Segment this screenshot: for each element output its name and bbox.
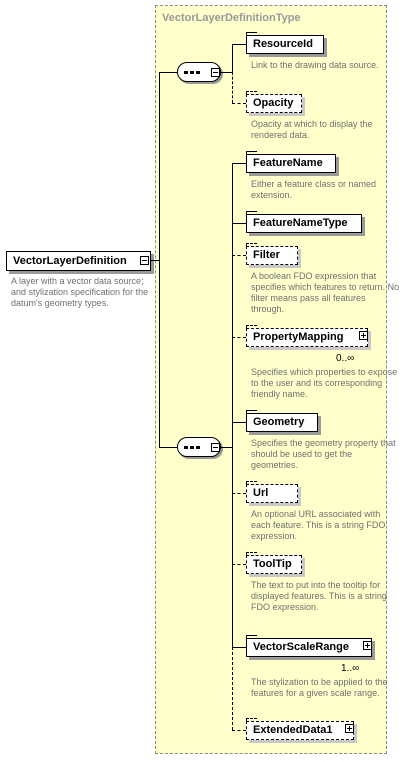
element-label: Filter bbox=[253, 249, 280, 261]
element-opacity[interactable]: Opacity bbox=[246, 91, 302, 113]
element-featurename[interactable]: FeatureName bbox=[246, 151, 336, 173]
collapse-icon[interactable] bbox=[140, 256, 149, 265]
element-label: Url bbox=[253, 487, 269, 499]
expand-icon[interactable] bbox=[363, 641, 372, 650]
multiplicity-label: 1..∞ bbox=[341, 663, 360, 674]
root-element-vectorlayerdefinition[interactable]: VectorLayerDefinition bbox=[6, 251, 151, 271]
element-description: Link to the drawing data source. bbox=[251, 60, 379, 70]
element-label: ResourceId bbox=[253, 38, 313, 50]
element-featurenametype[interactable]: FeatureNameType bbox=[246, 211, 362, 233]
element-tooltip[interactable]: ToolTip bbox=[246, 552, 302, 574]
element-label: PropertyMapping bbox=[253, 331, 344, 343]
expand-icon[interactable] bbox=[345, 724, 354, 733]
element-description: Either a feature class or named extensio… bbox=[251, 179, 377, 200]
element-description: A boolean FDO expression that specifies … bbox=[251, 271, 400, 314]
expand-icon[interactable] bbox=[359, 331, 368, 340]
element-description: An optional URL associated with each fea… bbox=[251, 509, 386, 541]
connector-trunk bbox=[159, 72, 160, 447]
sequence-compositor-2[interactable] bbox=[177, 437, 221, 457]
element-label: ExtendedData1 bbox=[253, 724, 333, 736]
root-description: A layer with a vector data source; and s… bbox=[11, 276, 149, 308]
element-description: The stylization to be applied to the fea… bbox=[251, 677, 388, 698]
type-title: VectorLayerDefinitionType bbox=[162, 12, 301, 24]
sequence-2-branch bbox=[232, 163, 233, 647]
element-url[interactable]: Url bbox=[246, 481, 298, 503]
element-geometry[interactable]: Geometry bbox=[246, 410, 318, 432]
element-label: Geometry bbox=[253, 416, 305, 428]
element-label: FeatureNameType bbox=[253, 217, 348, 229]
multiplicity-label: 0..∞ bbox=[336, 353, 355, 364]
element-filter[interactable]: Filter bbox=[246, 243, 298, 265]
element-vectorscalerange[interactable]: VectorScaleRange bbox=[246, 635, 372, 657]
root-element-label: VectorLayerDefinition bbox=[13, 255, 127, 267]
element-label: FeatureName bbox=[253, 157, 323, 169]
element-description: Specifies which properties to expose to … bbox=[251, 367, 398, 399]
collapse-icon[interactable] bbox=[211, 443, 220, 452]
element-propertymapping[interactable]: PropertyMapping bbox=[246, 325, 368, 347]
element-description: Opacity at which to display the rendered… bbox=[251, 119, 373, 140]
element-label: ToolTip bbox=[253, 558, 292, 570]
element-extendeddata1[interactable]: ExtendedData1 bbox=[246, 718, 354, 740]
element-description: The text to put into the tooltip for dis… bbox=[251, 580, 387, 612]
collapse-icon[interactable] bbox=[211, 68, 220, 77]
element-label: Opacity bbox=[253, 97, 294, 109]
element-description: Specifies the geometry property that sho… bbox=[251, 438, 396, 470]
element-label: VectorScaleRange bbox=[253, 641, 349, 653]
element-resourceid[interactable]: ResourceId bbox=[246, 32, 324, 54]
complex-type-box bbox=[155, 5, 387, 754]
